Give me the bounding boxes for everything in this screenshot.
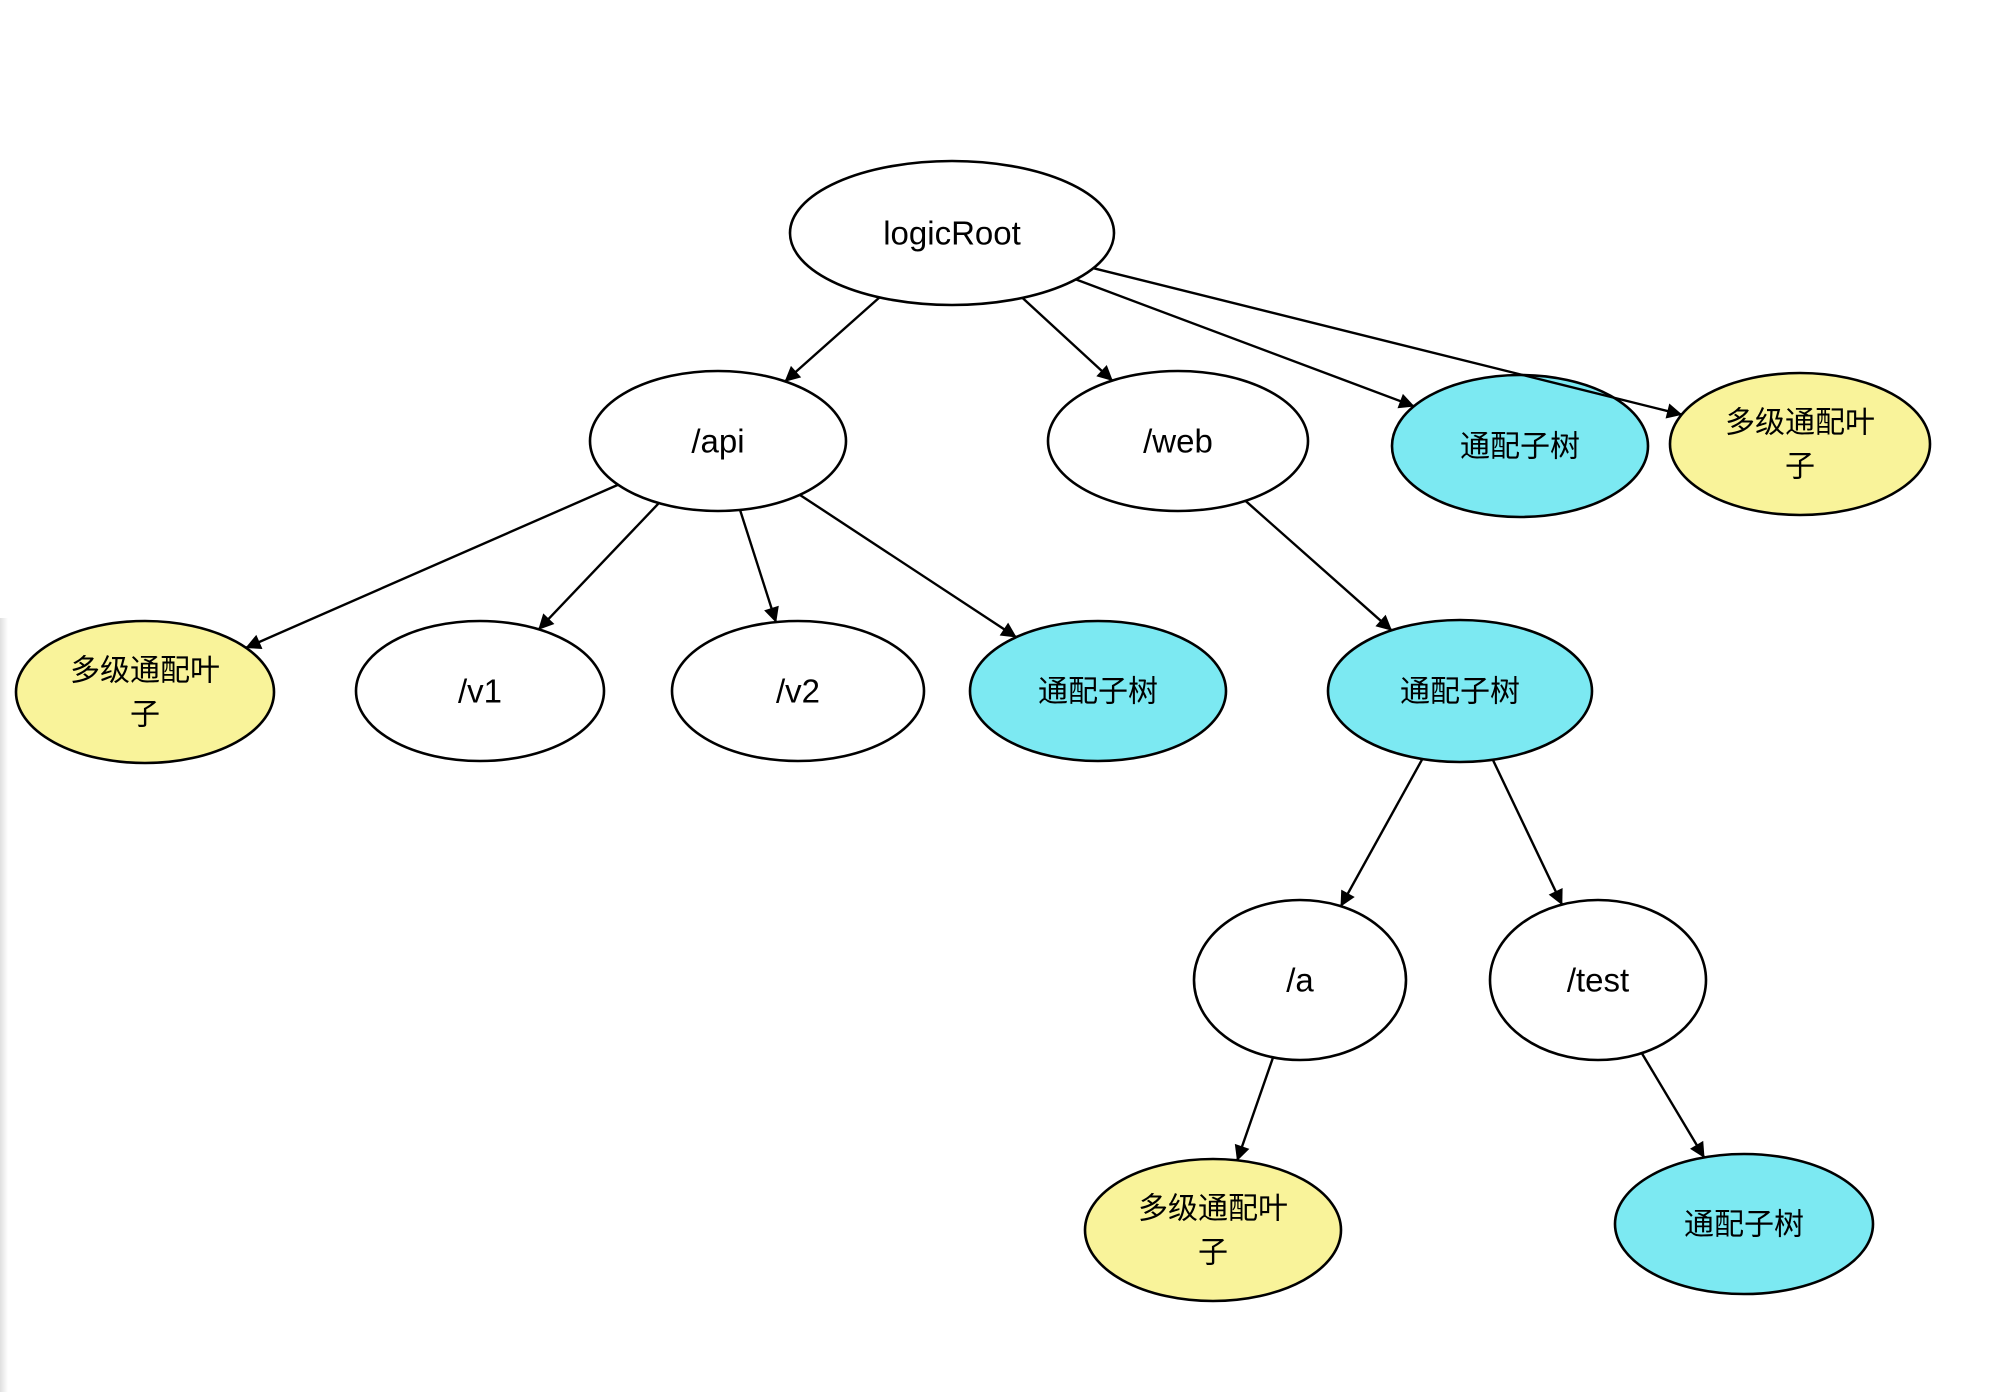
node-wild-test-shape	[1613, 1152, 1875, 1296]
node-v1-shape	[354, 619, 606, 763]
node-leaf-api-shape	[14, 619, 276, 765]
node-a-shape	[1192, 898, 1408, 1062]
node-v2-shape	[670, 619, 926, 763]
node-leaf-root-shape	[1668, 371, 1932, 517]
edge-wild-web-to-a	[1339, 758, 1424, 907]
edge-logicroot-to-leaf-root	[1093, 267, 1683, 419]
edge-logicroot-to-api	[784, 296, 881, 383]
node-leaf-api-label: 多级通配叶子	[70, 655, 220, 732]
node-test-shape	[1488, 898, 1708, 1062]
node-a-label: /a	[1286, 962, 1314, 999]
node-logicroot-shape	[788, 159, 1116, 307]
edge-wild-web-to-test	[1491, 759, 1564, 906]
node-wild-root-label: 通配子树	[1460, 431, 1580, 464]
node-leaf-root-label: 多级通配叶子	[1725, 407, 1875, 484]
node-wild-api-label: 通配子树	[1038, 676, 1158, 709]
node-web-label: /web	[1143, 423, 1213, 460]
edge-api-to-v1	[537, 502, 660, 631]
node-wild-web-shape	[1326, 618, 1594, 764]
node-web-shape	[1046, 369, 1310, 513]
edge-a-to-leaf-a	[1234, 1056, 1275, 1161]
edge-api-to-v2	[738, 509, 779, 623]
edge-web-to-wild-web	[1244, 499, 1393, 632]
edge-test-to-wild-test	[1640, 1052, 1706, 1159]
edge-logicroot-to-web	[1021, 296, 1114, 382]
node-wild-web-label: 通配子树	[1400, 676, 1520, 709]
node-v1-label: /v1	[458, 673, 502, 710]
edge-api-to-leaf-api	[245, 483, 619, 649]
node-wild-test-label: 通配子树	[1684, 1209, 1804, 1242]
node-v2-label: /v2	[776, 673, 820, 710]
node-api-label: /api	[691, 423, 744, 460]
node-leaf-a-shape	[1083, 1157, 1343, 1303]
node-api-shape	[588, 369, 848, 513]
edge-logicroot-to-wild-root	[1075, 278, 1415, 409]
node-leaf-a-label: 多级通配叶子	[1138, 1193, 1288, 1270]
edge-api-to-wild-api	[799, 493, 1017, 639]
node-wild-api-shape	[968, 619, 1228, 763]
node-test-label: /test	[1567, 962, 1629, 999]
node-logicroot-label: logicRoot	[883, 215, 1021, 252]
